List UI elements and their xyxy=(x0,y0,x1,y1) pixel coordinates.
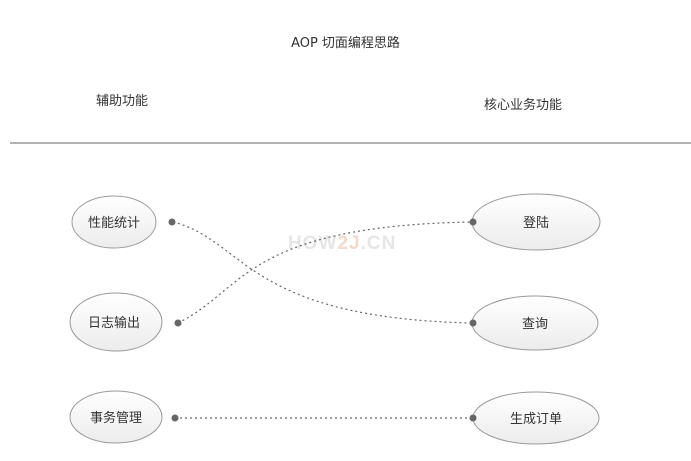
node-performance-stats-label: 性能统计 xyxy=(88,216,140,231)
node-generate-order: 生成订单 xyxy=(472,391,600,445)
watermark: HOW2J.CN xyxy=(288,233,396,254)
connector-dot xyxy=(469,319,477,327)
watermark-suffix: .CN xyxy=(361,233,397,254)
connector-dot xyxy=(469,414,477,422)
connector-dot xyxy=(174,319,182,327)
connector-logging-to-login xyxy=(177,221,473,324)
node-login-label: 登陆 xyxy=(523,215,549,231)
node-transaction-mgmt: 事务管理 xyxy=(69,390,163,444)
auxiliary-functions-heading: 辅助功能 xyxy=(96,94,149,109)
connector-dot xyxy=(171,414,179,422)
node-transaction-mgmt-label: 事务管理 xyxy=(90,410,142,426)
core-business-heading: 核心业务功能 xyxy=(484,98,563,113)
connector-dot xyxy=(469,218,477,226)
connector-dot xyxy=(168,218,176,226)
watermark-accent: 2J xyxy=(337,233,360,254)
node-query-label: 查询 xyxy=(522,317,548,332)
node-performance-stats: 性能统计 xyxy=(71,195,157,249)
watermark-prefix: HOW xyxy=(288,233,337,254)
node-generate-order-label: 生成订单 xyxy=(510,412,562,427)
node-log-output: 日志输出 xyxy=(69,292,163,352)
node-log-output-label: 日志输出 xyxy=(88,315,140,331)
diagram-title: AOP 切面编程思路 xyxy=(291,36,400,51)
node-login: 登陆 xyxy=(471,193,601,251)
node-query: 查询 xyxy=(471,295,599,351)
